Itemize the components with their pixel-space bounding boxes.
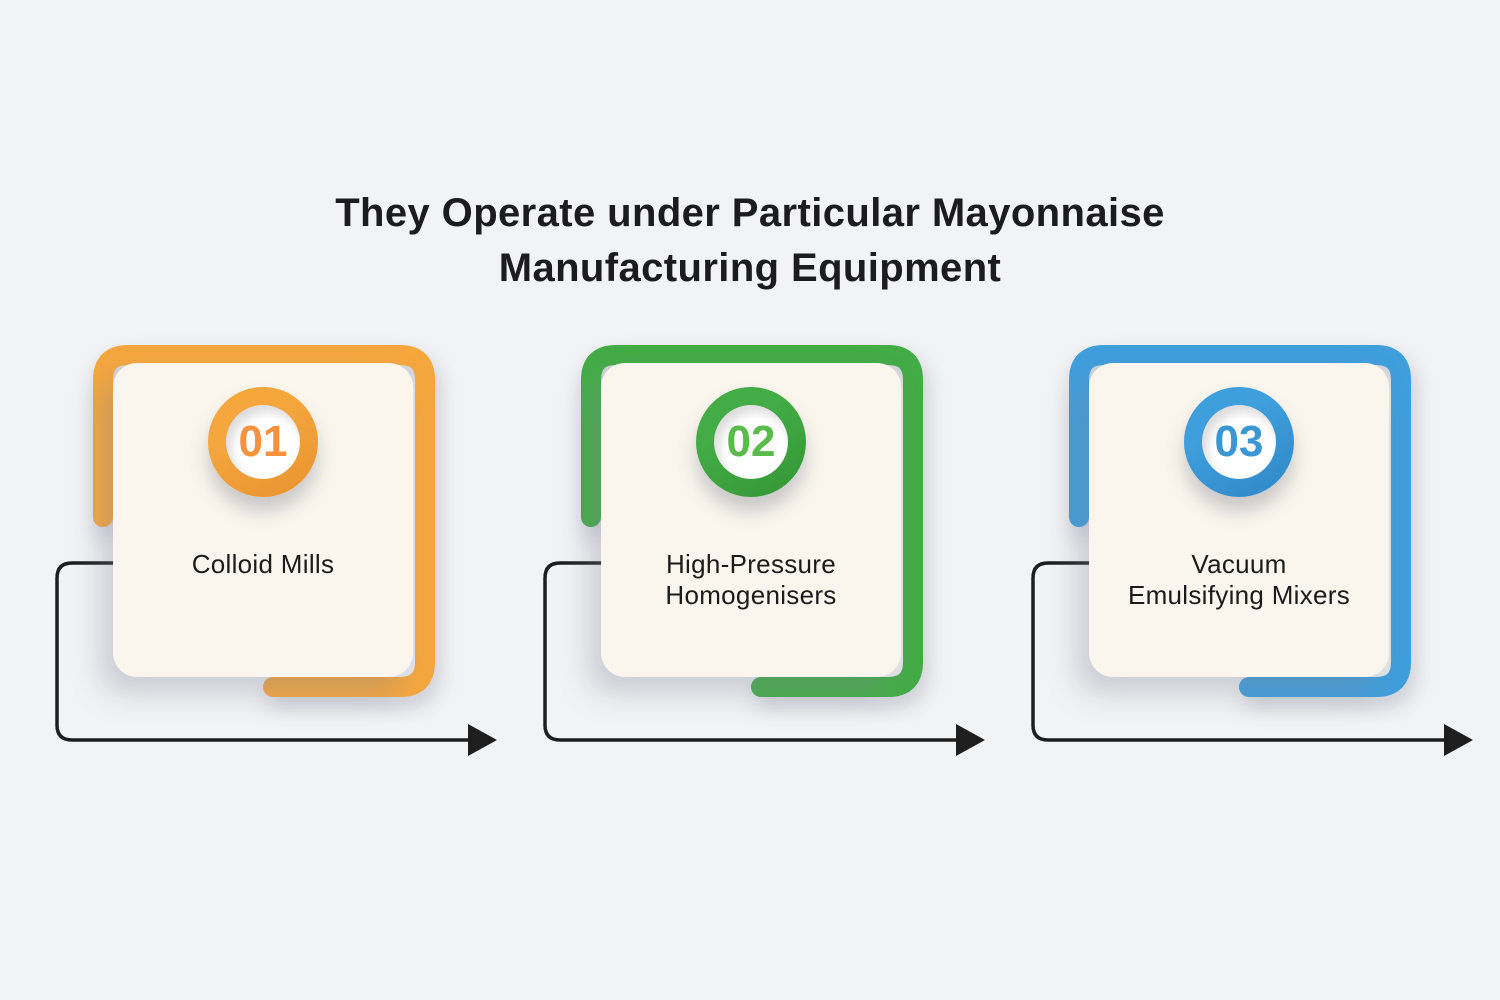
page-title-line-2: Manufacturing Equipment <box>498 246 1002 290</box>
flow-arrow-icon <box>55 561 497 756</box>
step-number: 01 <box>238 417 288 466</box>
card-frame-icon <box>1069 345 1411 697</box>
card-label: Vacuum Emulsifying Mixers <box>1089 549 1389 611</box>
step-number-badge: 02 <box>696 387 806 497</box>
page-title-line-1: They Operate under Particular Mayonnaise <box>335 191 1165 235</box>
step-number: 03 <box>1214 417 1264 466</box>
card-frame-icon <box>93 345 435 697</box>
flow-arrow-icon <box>1031 561 1473 756</box>
step-number: 02 <box>726 417 776 466</box>
card-label-line-1: Vacuum <box>1191 549 1287 579</box>
card-label-line-1: Colloid Mills <box>191 549 335 579</box>
card-label-line-2: Homogenisers <box>665 580 837 610</box>
step-number-badge-inner: 03 <box>1202 405 1276 479</box>
card-body: 01 Colloid Mills <box>113 363 413 677</box>
step-number-badge-inner: 02 <box>714 405 788 479</box>
step-number-badge-inner: 01 <box>226 405 300 479</box>
card-label: High-Pressure Homogenisers <box>601 549 901 611</box>
step-card-vacuum-emulsifying-mixers: 03 Vacuum Emulsifying Mixers <box>1013 0 1493 1000</box>
step-card-colloid-mills: 01 Colloid Mills <box>37 0 517 1000</box>
step-number-badge: 01 <box>208 387 318 497</box>
card-label-line-1: High-Pressure <box>665 549 837 579</box>
card-label-line-2: Emulsifying Mixers <box>1127 580 1351 610</box>
card-label: Colloid Mills <box>113 549 413 580</box>
card-body: 02 High-Pressure Homogenisers <box>601 363 901 677</box>
card-body: 03 Vacuum Emulsifying Mixers <box>1089 363 1389 677</box>
card-frame-icon <box>581 345 923 697</box>
page-title: They Operate under Particular Mayonnaise… <box>0 186 1500 296</box>
step-number-badge: 03 <box>1184 387 1294 497</box>
step-card-high-pressure-homogenisers: 02 High-Pressure Homogenisers <box>525 0 1005 1000</box>
flow-arrow-icon <box>543 561 985 756</box>
